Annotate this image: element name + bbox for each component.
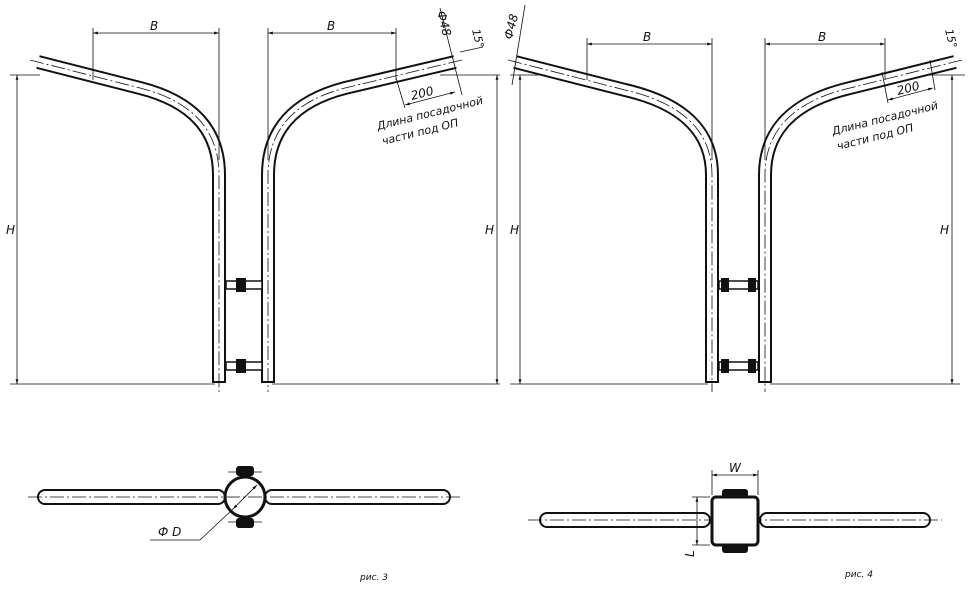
left-bracket-arm xyxy=(29,55,226,392)
figure4-top-view: W L рис. 4 xyxy=(528,461,942,580)
square-pole-section xyxy=(710,495,760,547)
dim-b-right-label: B xyxy=(327,19,335,33)
figure4-caption: рис. 4 xyxy=(844,570,873,580)
figure3-caption: рис. 3 xyxy=(359,573,388,583)
length-200-label: 200 xyxy=(895,79,921,98)
tube-diameter-label: Ф48 xyxy=(434,9,454,38)
round-pole-section xyxy=(223,475,267,519)
figure4-side-view: B B H H Ф48 15° 200 Длина посадочной час… xyxy=(501,4,965,392)
figure3-side-view: B B H H Ф48 15° 200 Длина посадочной час… xyxy=(6,7,500,392)
dim-h-left-label: H xyxy=(6,223,15,237)
clamp-lower xyxy=(225,359,263,373)
dim-h-left-label: H xyxy=(510,223,519,237)
dim-h-right-label: H xyxy=(485,223,494,237)
tube-diameter-label: Ф48 xyxy=(501,12,521,41)
dim-b-right-label: B xyxy=(818,30,826,44)
figure3-top-view: Ф D рис. 3 xyxy=(28,466,462,583)
dim-w-label: W xyxy=(729,461,742,475)
length-200-label: 200 xyxy=(409,84,435,103)
angle-label: 15° xyxy=(469,28,486,50)
clamp-upper xyxy=(718,278,759,292)
dim-b-left-label: B xyxy=(643,30,651,44)
clamp-upper xyxy=(225,278,263,292)
right-bracket-arm xyxy=(261,55,463,392)
dim-l-label: L xyxy=(683,550,697,557)
right-bracket-arm xyxy=(758,55,963,392)
left-bracket-arm xyxy=(507,55,719,392)
dim-b-left-label: B xyxy=(150,19,158,33)
pole-diameter-label: Ф D xyxy=(158,525,181,539)
angle-label: 15° xyxy=(942,28,959,50)
clamp-lower xyxy=(718,359,759,373)
dim-h-right-label: H xyxy=(940,223,949,237)
